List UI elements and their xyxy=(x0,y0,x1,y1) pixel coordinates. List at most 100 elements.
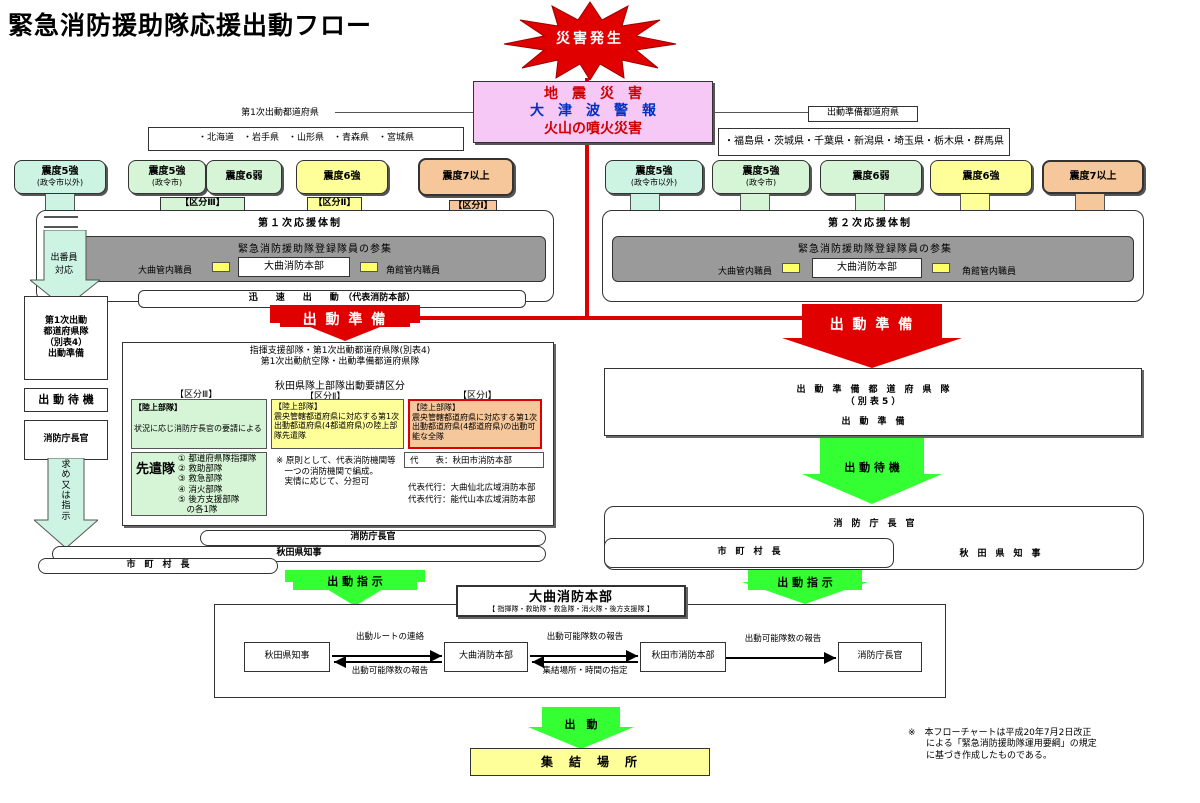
intensity-label: 震度5強 xyxy=(148,165,186,177)
vanguard-box xyxy=(131,452,267,516)
connector-line xyxy=(390,316,820,320)
left-chief-box: 消防庁長官 xyxy=(24,420,108,460)
node-chief: 消防庁長官 xyxy=(838,642,922,672)
intensity-box: 震度5強 (政令市以外) xyxy=(605,160,703,194)
right-prep-line2: （ 別 表 5 ） xyxy=(845,397,901,407)
edge2-bottom: 集結場所・時間の指定 xyxy=(542,666,628,676)
edge-arrows xyxy=(332,650,836,668)
left-mayor-bottom: 市 町 村 長 xyxy=(38,558,278,574)
right-mayor-box: 市 町 村 長 xyxy=(604,538,894,568)
left-prep-label: 出 動 準 備 xyxy=(302,312,388,328)
left-prefecture-list: ・北海道 ・岩手県 ・山形県 ・青森県 ・宮城県 xyxy=(148,127,464,151)
node-governor: 秋田県知事 xyxy=(244,642,330,672)
intensity-label: 震度5強 xyxy=(635,165,673,177)
class-label: 【区分Ⅱ】 xyxy=(307,197,362,211)
left-side-box: 第1次出動 都道府県隊 （別表4） 出動準備 xyxy=(24,296,108,380)
connector-line xyxy=(335,112,473,113)
center-hq-box xyxy=(456,585,686,617)
trigger-tsunami: 大 津 波 警 報 xyxy=(530,103,656,120)
kubun2-head: 【陸上部隊】 xyxy=(274,402,322,411)
node-akita-city: 秋田市消防本部 xyxy=(640,642,726,672)
left-staff-label: 大曲管内職員 xyxy=(138,266,193,276)
kubun2-box: 【陸上部隊】 震央管轄都道府県に対応する第1次出動都道府県(4都道府県)の陸上部… xyxy=(271,399,404,449)
connector-stub xyxy=(45,194,75,212)
right-prep-arrow-icon xyxy=(782,304,962,368)
intensity-label: 震度7以上 xyxy=(442,170,490,182)
intensity-sub: (政令市以外) xyxy=(36,178,84,188)
left-hq-box: 大曲消防本部 xyxy=(238,257,350,277)
right-system-title: 第２次応援体制 xyxy=(828,218,912,229)
intensity-box: 震度5強 (政令市) xyxy=(128,160,206,194)
footnote: ※ 本フローチャートは平成20年7月2日改正 による「緊急消防援助隊運用要綱」の… xyxy=(908,728,1097,761)
intensity-box: 震度6弱 xyxy=(206,160,282,194)
kubun1-head: 【陸上部隊】 xyxy=(412,403,460,412)
right-prep-label: 出 動 準 備 xyxy=(829,317,915,333)
page-title: 緊急消防援助隊応援出動フロー xyxy=(8,11,373,40)
intensity-label: 震度6弱 xyxy=(225,170,263,182)
edge2-top: 出動可能隊数の報告 xyxy=(546,632,624,642)
left-chief-bottom: 消防庁長官 xyxy=(200,530,546,546)
principle-note: ※ 原則として、代表消防機関等 一つの消防機関で編成。 実情に応じて、分担可 xyxy=(276,456,396,488)
kubun1-body: 震央管轄都道府県に対応する第1次出動都道府県(4都道府県)の出動可能な全隊 xyxy=(412,412,538,441)
kubun3-label: 【区分Ⅲ】 xyxy=(175,390,218,400)
kubun1-box: 【陸上部隊】 震央管轄都道府県に対応する第1次出動都道府県(4都道府県)の出動可… xyxy=(408,399,542,449)
right-hq-box: 大曲消防本部 xyxy=(812,258,922,278)
assembly-box: 集 結 場 所 xyxy=(470,748,710,776)
right-staff-label: 角館管内職員 xyxy=(386,266,441,276)
disaster-label: 災害発生 xyxy=(556,31,624,47)
right-prefecture-list: ・福島県・茨城県・千葉県・新潟県・埼玉県・栃木県・群馬県 xyxy=(718,128,1010,156)
trigger-box: 地 震 災 害 大 津 波 警 報 火山の噴火災害 xyxy=(473,81,713,143)
connector-stub xyxy=(1075,194,1105,212)
yellow-arrow-icon xyxy=(360,262,378,272)
rep-label: 代 表：秋田市消防本部 xyxy=(410,456,513,466)
connector-line xyxy=(585,78,589,318)
right-order-arrow-icon xyxy=(742,570,868,604)
left-gather-title: 緊急消防援助隊登録隊員の参集 xyxy=(238,244,392,255)
center-hq-title: 大曲消防本部 xyxy=(528,590,613,605)
kubun3-box: 【陸上部隊】 状況に応じ消防庁長官の要請による xyxy=(131,399,267,449)
right-waiting-arrow-icon xyxy=(802,438,942,504)
rep-agent1: 代表代行：大曲仙北広域消防本部 xyxy=(408,483,536,493)
right-governor-label: 秋 田 県 知 事 xyxy=(959,549,1041,559)
request-arrow-icon xyxy=(34,458,98,548)
connector-stub xyxy=(960,194,990,212)
connector-line xyxy=(713,112,808,113)
intensity-box: 震度7以上 xyxy=(418,158,514,196)
connector-stub xyxy=(630,194,660,212)
intensity-box: 震度6強 xyxy=(296,160,388,194)
kubun2-body: 震央管轄都道府県に対応する第1次出動都道府県(4都道府県)の陸上部隊先遣隊 xyxy=(274,411,400,440)
kubun1-label: 【区分Ⅰ】 xyxy=(458,391,497,401)
kubun3-head: 【陸上部隊】 xyxy=(134,403,182,412)
right-gather-title: 緊急消防援助隊登録隊員の参集 xyxy=(798,244,952,255)
yellow-arrow-icon xyxy=(212,262,230,272)
yellow-arrow-icon xyxy=(782,263,800,273)
akita-title: 秋田県隊上部隊出動要請区分 xyxy=(275,381,405,392)
duty-double-line xyxy=(44,216,78,228)
right-order-label: 出 動 指 示 xyxy=(777,576,833,589)
center-hq-sub: 【 指揮隊・救助隊・救急隊・消火隊・後方支援隊 】 xyxy=(488,605,654,613)
edge1-top: 出動ルートの連絡 xyxy=(355,632,424,642)
dispatch-label: 出 動 xyxy=(564,718,598,731)
trigger-earthquake: 地 震 災 害 xyxy=(544,85,642,102)
right-left-staff: 大曲管内職員 xyxy=(718,267,773,277)
left-order-label: 出 動 指 示 xyxy=(327,575,383,588)
right-waiting-label: 出 動 待 機 xyxy=(844,461,900,474)
duty-arrow-icon xyxy=(30,230,100,308)
left-system-title: 第１次応援体制 xyxy=(258,218,342,229)
connector-stub xyxy=(740,194,770,212)
intensity-label: 震度6弱 xyxy=(852,170,890,182)
edge1-bottom: 出動可能隊数の報告 xyxy=(351,666,429,676)
intensity-box: 震度7以上 xyxy=(1042,160,1144,194)
class-label: 【区分Ⅲ】 xyxy=(160,197,245,211)
intensity-label: 震度5強 xyxy=(41,165,79,177)
intensity-label: 震度5強 xyxy=(742,165,780,177)
vanguard-label: 先遣隊 xyxy=(136,462,176,477)
intensity-box: 震度6強 xyxy=(930,160,1032,194)
bottom-panel xyxy=(214,604,946,698)
rep-box xyxy=(404,452,544,468)
right-prep-box xyxy=(604,368,1142,436)
connector-stub xyxy=(855,194,885,212)
left-header-label: 第1次出動都道府県 xyxy=(225,106,335,122)
intensity-sub: (政令市) xyxy=(151,178,183,188)
intensity-box: 震度5強 (政令市以外) xyxy=(14,160,106,194)
